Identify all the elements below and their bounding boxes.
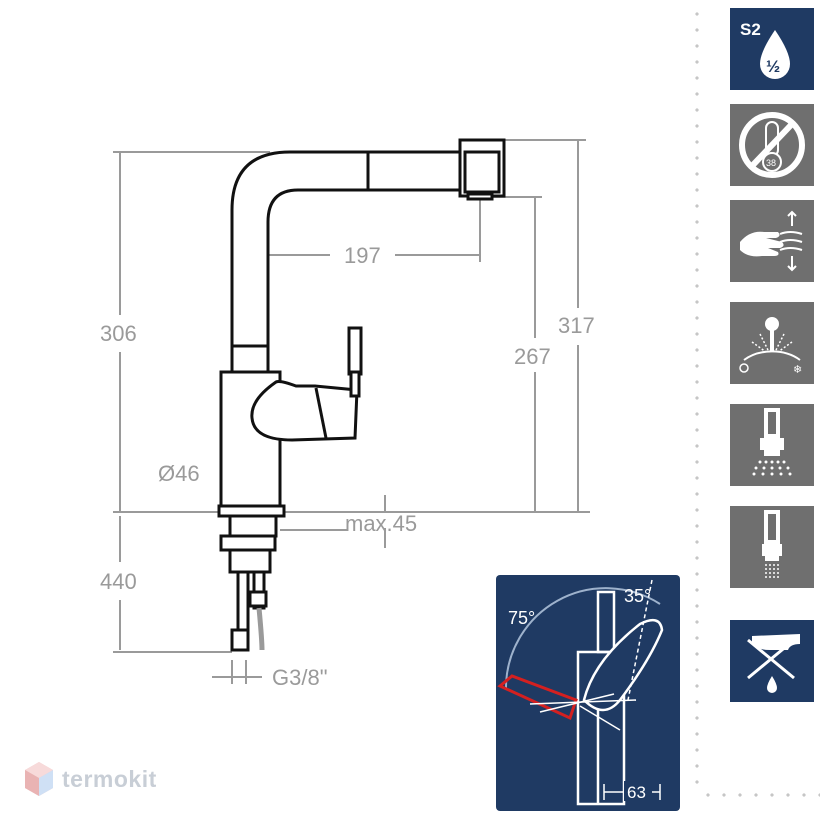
s2-label: S2 <box>740 20 761 39</box>
dimension-labels: 306 197 267 317 Ø46 max.45 440 G3/8" <box>100 243 595 690</box>
faucet-outline <box>217 138 506 652</box>
lever-angle-inset: 75° 35° 63 <box>496 575 680 811</box>
vertical-dotted-divider <box>694 6 700 786</box>
temperature-label: 38 <box>766 158 776 168</box>
brand-watermark: termokit <box>24 760 157 798</box>
horizontal-dotted-divider <box>700 792 820 798</box>
brand-logo-icon <box>25 762 53 796</box>
shower-hot-cold-icon: ❄ <box>730 302 814 384</box>
dim-base-diameter: Ø46 <box>158 461 200 486</box>
dim-hose-length: 440 <box>100 569 137 594</box>
dim-thread: G3/8" <box>272 665 328 690</box>
s2-half-drop-icon: S2 ½ <box>730 8 814 90</box>
hand-wave-sensor-icon <box>730 200 814 282</box>
dim-max-thickness: max.45 <box>345 511 417 536</box>
dim-reach: 197 <box>344 243 381 268</box>
brand-name: termokit <box>62 765 157 792</box>
dim-height-total: 306 <box>100 321 137 346</box>
no-drip-faucet-icon <box>730 620 814 702</box>
no-thermometer-icon: 38 <box>730 104 814 186</box>
dim-height-outlet: 267 <box>514 344 551 369</box>
inset-width: 63 <box>627 783 646 802</box>
svg-text:❄: ❄ <box>793 363 802 376</box>
inset-angle-right: 35° <box>624 586 651 606</box>
aerator-stream-icon <box>730 506 814 588</box>
dim-height-spout: 317 <box>558 313 595 338</box>
pull-out-spray-icon <box>730 404 814 486</box>
inset-angle-left: 75° <box>508 608 535 628</box>
half-label: ½ <box>766 57 780 76</box>
